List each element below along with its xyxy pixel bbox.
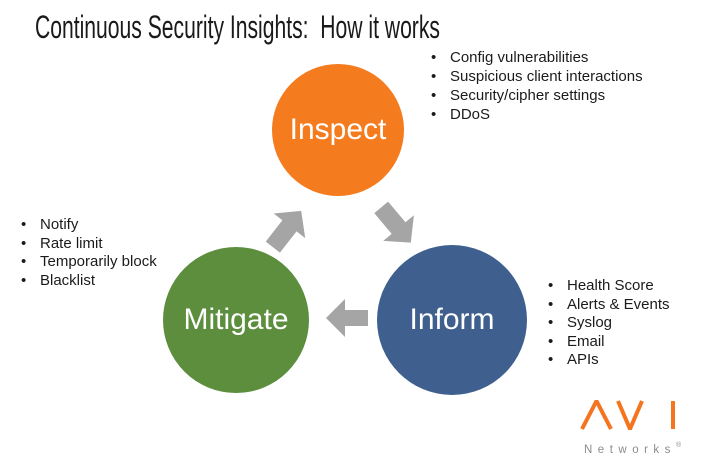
inspect-bullet-list: Config vulnerabilities Suspicious client… — [428, 48, 643, 124]
mitigate-bullet-list: Notify Rate limit Temporarily block Blac… — [18, 216, 157, 290]
bullet-item: Rate limit — [18, 235, 157, 254]
bullet-item: APIs — [545, 351, 670, 370]
bullet-item: Temporarily block — [18, 253, 157, 272]
avi-networks-wordmark: Networks® — [580, 442, 690, 456]
bullet-item: Config vulnerabilities — [428, 48, 643, 67]
mitigate-circle-label: Mitigate — [183, 303, 289, 336]
networks-text: Networks — [584, 444, 676, 456]
avi-networks-logo: Networks® — [580, 396, 690, 456]
mitigate-circle: Mitigate — [163, 247, 309, 393]
slide-title: Continuous Security Insights: How it wor… — [35, 9, 440, 45]
bullet-item: DDoS — [428, 105, 643, 124]
avi-logo-mark-icon — [580, 396, 675, 435]
inform-bullet-list: Health Score Alerts & Events Syslog Emai… — [545, 277, 670, 370]
inspect-circle-label: Inspect — [289, 113, 387, 146]
bullet-item: Health Score — [545, 277, 670, 296]
inform-circle: Inform — [377, 245, 527, 395]
bullet-item: Blacklist — [18, 272, 157, 291]
bullet-item: Notify — [18, 216, 157, 235]
bullet-item: Syslog — [545, 314, 670, 333]
arrow-inform-to-mitigate-icon — [326, 299, 368, 337]
inspect-circle: Inspect — [272, 64, 404, 196]
bullet-item: Security/cipher settings — [428, 86, 643, 105]
arrow-mitigate-to-inspect-icon — [265, 210, 306, 253]
bullet-item: Alerts & Events — [545, 296, 670, 315]
arrow-inspect-to-inform-icon — [374, 201, 414, 243]
bullet-item: Email — [545, 333, 670, 352]
bullet-item: Suspicious client interactions — [428, 67, 643, 86]
registered-mark: ® — [675, 442, 682, 449]
inform-circle-label: Inform — [409, 303, 495, 336]
